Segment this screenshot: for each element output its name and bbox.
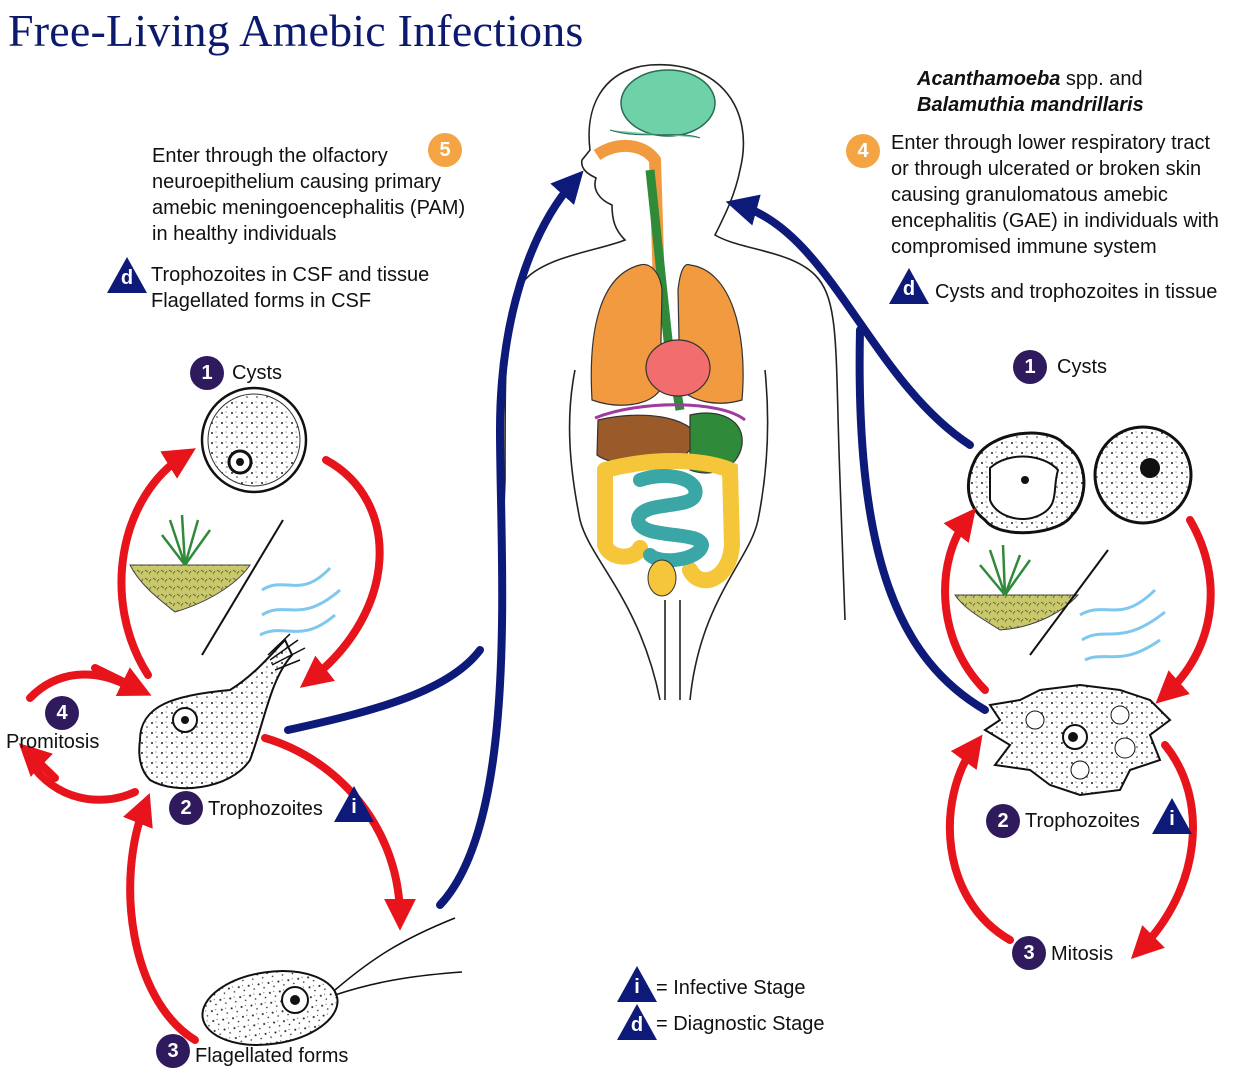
flagellate-icon [201, 917, 463, 1046]
right-infective-icon: i [1152, 798, 1192, 834]
legend-diagnostic-text: = Diagnostic Stage [656, 1013, 825, 1035]
right-diagnostic-icon: d [889, 268, 929, 304]
left-cysts-badge: 1 [190, 356, 224, 390]
trophozoite-icon [138, 633, 306, 790]
flagellated-label: Flagellated forms [195, 1045, 349, 1067]
step4-line: causing granulomatous amebic [891, 184, 1168, 206]
left-trophozoites-badge: 2 [169, 791, 203, 825]
promitosis-label: Promitosis [6, 731, 100, 753]
step5-badge: 5 [428, 133, 462, 167]
right-trophozoites-label: Trophozoites [1025, 810, 1140, 832]
right-step4-text: Enter through lower respiratory tract or… [891, 130, 1219, 260]
right-trophozoites-badge: 2 [986, 804, 1020, 838]
promitosis-badge: 4 [45, 696, 79, 730]
brain-icon [620, 69, 716, 137]
left-trophozoites-label: Trophozoites [208, 798, 323, 820]
step5-line: Enter through the olfactory [152, 145, 388, 167]
step5-line: amebic meningoencephalitis (PAM) [152, 197, 466, 219]
step5-line: in healthy individuals [152, 223, 337, 245]
step4-line: Enter through lower respiratory tract [891, 132, 1211, 154]
grass-soil-icon [129, 564, 251, 613]
heart-icon [645, 339, 711, 397]
step5-line: neuroepithelium causing primary [152, 171, 442, 193]
species-line-2: Balamuthia mandrillaris [917, 94, 1144, 116]
left-diagnostic-icon: d [107, 257, 147, 293]
legend-infective-text: = Infective Stage [656, 977, 806, 999]
legend-infective-icon: i [617, 966, 657, 1002]
species-line-1: Acanthamoeba spp. and [917, 68, 1143, 90]
right-cysts-badge: 1 [1013, 350, 1047, 384]
step4-line: or through ulcerated or broken skin [891, 158, 1202, 180]
step4-line: encephalitis (GAE) in individuals with [891, 210, 1219, 232]
left-cysts-label: Cysts [232, 362, 282, 384]
flagellated-badge: 3 [156, 1034, 190, 1068]
mitosis-badge: 3 [1012, 936, 1046, 970]
right-cycle [725, 194, 1215, 960]
cyst-icon [200, 386, 308, 494]
left-step5-text: Enter through the olfactory neuroepithel… [152, 143, 465, 247]
left-infective-icon: i [334, 786, 374, 822]
right-diagnostic-text: Cysts and trophozoites in tissue [935, 281, 1218, 303]
left-cycle [18, 170, 584, 1046]
water-icon [259, 566, 341, 637]
step4-line: compromised immune system [891, 236, 1157, 258]
diagnostic-line: Trophozoites in CSF and tissue [151, 264, 430, 286]
legend-diagnostic-icon: d [617, 1004, 657, 1040]
left-diagnostic-text: Trophozoites in CSF and tissue Flagellat… [151, 262, 429, 314]
lungs-icon [590, 263, 663, 406]
diagnostic-line: Flagellated forms in CSF [151, 290, 372, 312]
mitosis-label: Mitosis [1051, 943, 1114, 965]
right-cysts-label: Cysts [1057, 356, 1107, 378]
step4-badge: 4 [846, 134, 880, 168]
page-title: Free-Living Amebic Infections [8, 5, 584, 56]
